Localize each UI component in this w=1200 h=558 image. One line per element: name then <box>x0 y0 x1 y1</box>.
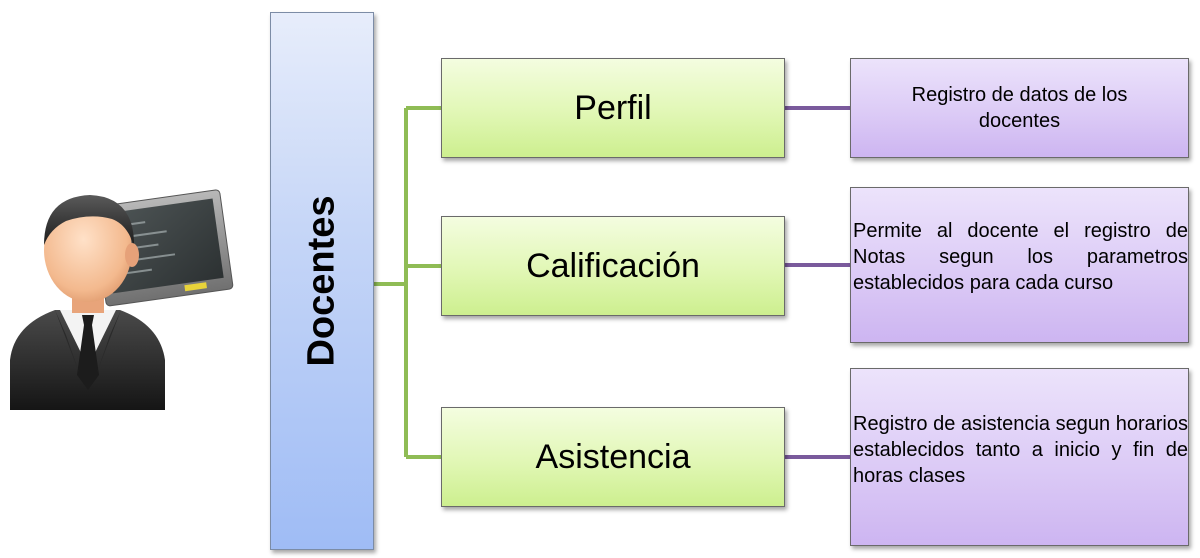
description-asistencia: Registro de asistencia segun horarios es… <box>850 368 1189 546</box>
root-node-docentes[interactable]: Docentes <box>270 12 374 550</box>
branch-node-perfil[interactable]: Perfil <box>441 58 785 158</box>
description-perfil: Registro de datos de los docentes <box>850 58 1189 158</box>
description-calificacion: Permite al docente el registro de Notas … <box>850 187 1189 343</box>
branch-node-calificacion[interactable]: Calificación <box>441 216 785 316</box>
root-node-label: Docentes <box>300 195 343 367</box>
branch-node-asistencia[interactable]: Asistencia <box>441 407 785 507</box>
teacher-at-blackboard-icon <box>10 189 234 410</box>
